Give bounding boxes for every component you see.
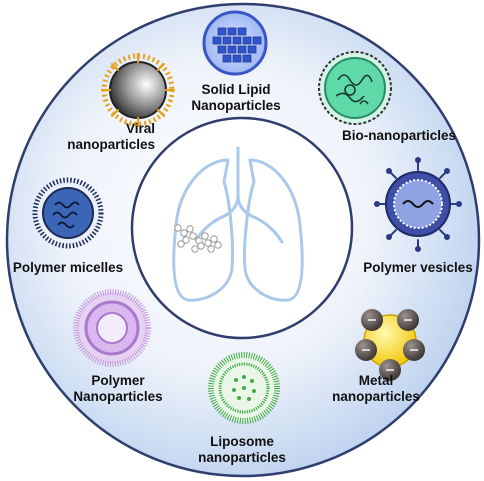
- label-line: Liposome: [210, 434, 274, 449]
- label-viral-nanoparticles: Viral nanoparticles: [55, 121, 155, 153]
- label-line: Nanoparticles: [73, 389, 163, 404]
- liposome-nanoparticle-icon: [208, 352, 280, 424]
- bio-nanoparticle-icon: [318, 51, 392, 125]
- label-solid-lipid-nanoparticles: Solid Lipid Nanoparticles: [184, 82, 288, 114]
- viral-nanoparticle-icon: [100, 52, 176, 128]
- polymer-nanoparticle-icon: [73, 289, 151, 367]
- label-line: Bio-nanoparticles: [341, 128, 457, 143]
- polymer-micelle-icon: [32, 177, 104, 249]
- label-liposome-nanoparticles: Liposome nanoparticles: [190, 434, 294, 466]
- label-line: nanoparticles: [332, 389, 420, 404]
- label-bio-nanoparticles: Bio-nanoparticles: [334, 128, 464, 144]
- label-line: nanoparticles: [67, 137, 155, 152]
- label-line: Viral: [125, 121, 155, 136]
- label-line: Nanoparticles: [191, 98, 281, 113]
- label-polymer-micelles: Polymer micelles: [6, 260, 130, 276]
- label-line: Polymer: [91, 373, 145, 388]
- particles-cluster-icon: [174, 224, 222, 253]
- lungs-icon: [172, 146, 304, 302]
- label-line: Solid Lipid: [201, 82, 271, 97]
- solid-lipid-nanoparticle-icon: [202, 10, 268, 76]
- inner-circle: [130, 116, 354, 340]
- label-polymer-nanoparticles: Polymer Nanoparticles: [66, 373, 170, 405]
- label-polymer-vesicles: Polymer vesicles: [356, 260, 480, 276]
- label-line: Polymer micelles: [12, 260, 124, 275]
- label-metal-nanoparticles: Metal nanoparticles: [324, 373, 428, 405]
- metal-nanoparticle-icon: [355, 309, 425, 381]
- polymer-vesicle-icon: [374, 157, 462, 252]
- label-line: Polymer vesicles: [363, 260, 473, 275]
- label-line: Metal: [358, 373, 394, 388]
- label-line: nanoparticles: [198, 450, 286, 465]
